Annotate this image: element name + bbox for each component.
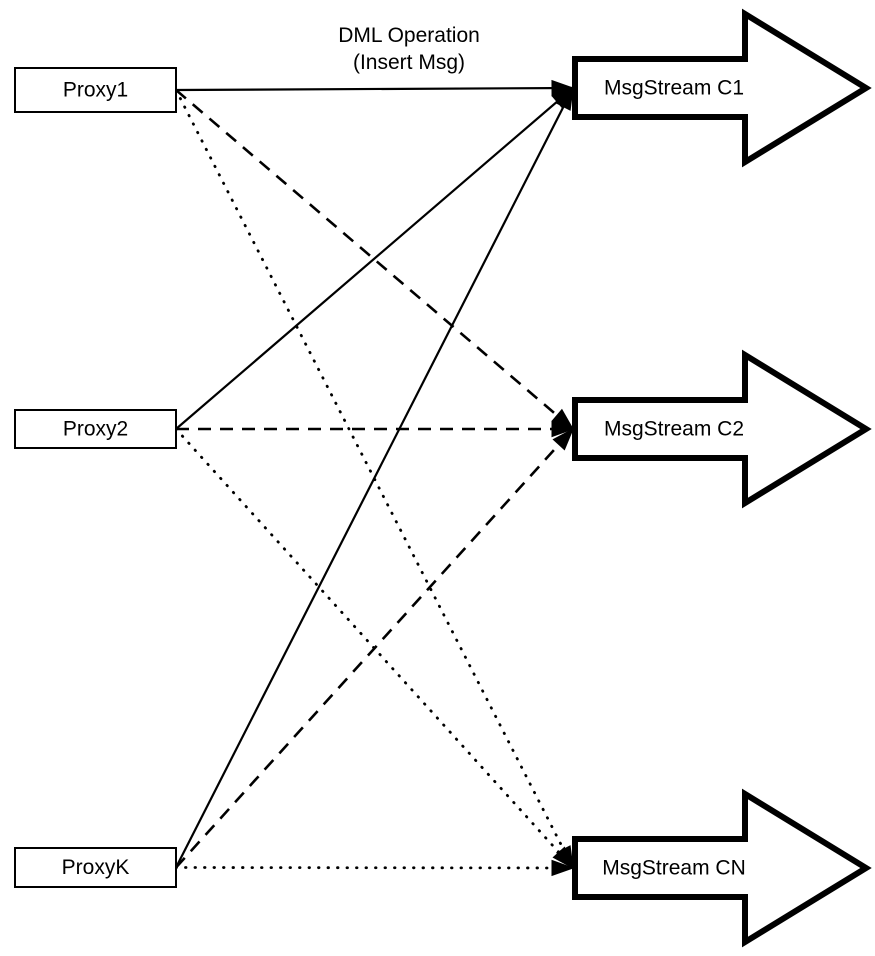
msgstream-label-c1: MsgStream C1 [604,77,744,100]
msgstream-node-cn[interactable]: MsgStream CN [572,788,872,948]
connection-proxyk-to-c2 [175,427,574,869]
arrowhead-proxyk-to-cn [551,859,575,877]
proxy-label-proxy2: Proxy2 [63,418,128,441]
msgstream-label-cn: MsgStream CN [602,857,746,880]
connection-proxyk-to-cn [174,859,575,877]
proxy-label-proxy1: Proxy1 [63,79,128,102]
connection-proxy2-to-c2 [176,420,575,438]
msgstream-node-c2[interactable]: MsgStream C2 [572,349,872,509]
arrowhead-proxyk-to-c2 [552,427,574,451]
dml-operation-label: DML Operation (Insert Msg) [338,24,480,74]
proxy-node-proxyk[interactable]: ProxyK [14,847,177,888]
proxy-box-proxy1[interactable] [14,67,177,113]
connections-layer [174,79,575,877]
arrowhead-proxy2-to-cn [552,846,574,870]
proxy-box-proxy2[interactable] [14,409,177,449]
proxy-node-proxy2[interactable]: Proxy2 [14,409,177,449]
dml-operation-label-line2: (Insert Msg) [353,51,465,74]
dml-operation-label-line1: DML Operation [338,24,480,47]
connection-proxyk-to-c1 [175,86,574,868]
proxy-box-proxyk[interactable] [14,847,177,888]
block-arrow-shape-c2[interactable] [572,349,872,509]
proxy-node-proxy1[interactable]: Proxy1 [14,67,177,113]
msgstream-node-c1[interactable]: MsgStream C1 [572,8,872,168]
arrowhead-proxyk-to-c1 [555,86,574,111]
arrowhead-proxy2-to-c2 [551,420,575,438]
block-arrow-shape-c1[interactable] [572,8,872,168]
block-arrow-shape-cn[interactable] [572,788,872,948]
connection-proxy1-to-c1 [175,79,575,97]
msgstream-label-c2: MsgStream C2 [604,418,744,441]
msgstream-nodes-group: MsgStream C1 MsgStream C2 MsgStream CN [572,8,872,948]
proxy-label-proxyk: ProxyK [62,856,130,879]
